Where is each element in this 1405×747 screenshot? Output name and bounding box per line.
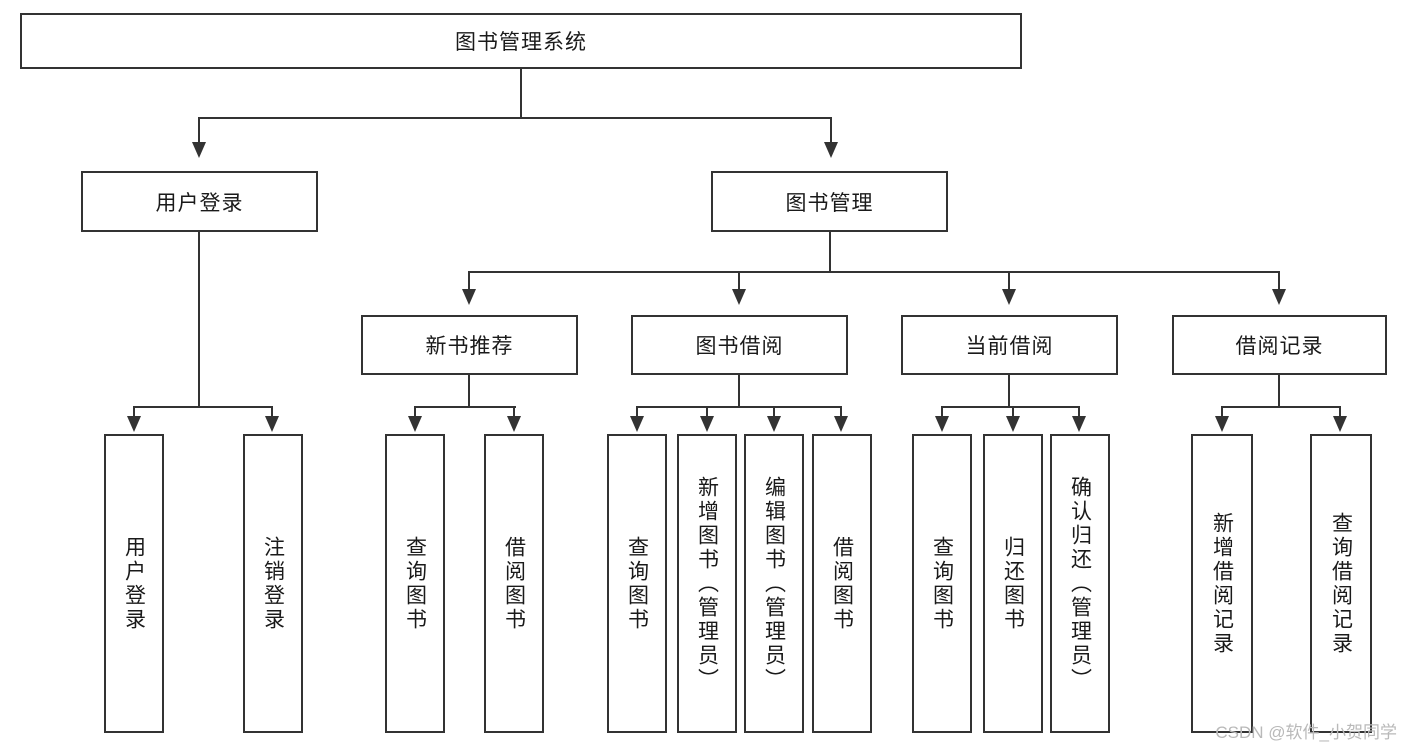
edge-bb-drop-3: [773, 406, 775, 418]
edge-bb-bus: [636, 406, 842, 408]
edge-nbr-stem: [468, 375, 470, 407]
node-label: 用户登录: [122, 535, 146, 632]
edge-bb-stem: [738, 375, 740, 407]
edge-user-login-drop-1: [133, 406, 135, 418]
node-current-borrow[interactable]: 当前借阅: [901, 315, 1118, 375]
arrow-to-leaf-edit-book: [767, 416, 781, 432]
edge-user-login-stem: [198, 232, 200, 408]
arrow-to-new-book-recommend: [462, 289, 476, 305]
node-leaf-query-book-3[interactable]: 查询图书: [912, 434, 972, 733]
node-leaf-user-login[interactable]: 用户登录: [104, 434, 164, 733]
node-label: 新增图书（管理员）: [695, 475, 719, 692]
arrow-to-leaf-borrow-book-2: [834, 416, 848, 432]
node-new-book-recommend[interactable]: 新书推荐: [361, 315, 578, 375]
arrow-to-leaf-add-book: [700, 416, 714, 432]
edge-cb-drop-2: [1012, 406, 1014, 418]
node-book-manage[interactable]: 图书管理: [711, 171, 948, 232]
edge-nbr-drop-1: [414, 406, 416, 418]
arrow-to-leaf-logout: [265, 416, 279, 432]
arrow-to-leaf-return-book: [1006, 416, 1020, 432]
edge-level2-drop-right: [830, 117, 832, 144]
edge-book-manage-stem: [829, 232, 831, 272]
node-label: 图书借阅: [695, 335, 784, 358]
node-borrow-record[interactable]: 借阅记录: [1172, 315, 1387, 375]
node-label: 注销登录: [261, 535, 285, 632]
node-leaf-add-record[interactable]: 新增借阅记录: [1191, 434, 1253, 733]
edge-bb-drop-1: [636, 406, 638, 418]
edge-level3-bus: [468, 271, 1280, 273]
arrow-to-leaf-query-book-3: [935, 416, 949, 432]
node-leaf-borrow-book-2[interactable]: 借阅图书: [812, 434, 872, 733]
edge-br-stem: [1278, 375, 1280, 407]
node-label: 新增借阅记录: [1210, 511, 1234, 656]
edge-br-drop-2: [1339, 406, 1341, 418]
edge-user-login-drop-2: [271, 406, 273, 418]
node-label: 借阅图书: [502, 535, 526, 632]
edge-level2-drop-left: [198, 117, 200, 144]
edge-cb-drop-3: [1078, 406, 1080, 418]
arrow-to-leaf-confirm-return: [1072, 416, 1086, 432]
node-label: 图书管理系统: [455, 31, 587, 54]
node-book-borrow[interactable]: 图书借阅: [631, 315, 848, 375]
edge-nbr-drop-2: [513, 406, 515, 418]
node-label: 图书管理: [785, 191, 874, 215]
arrow-to-current-borrow: [1002, 289, 1016, 305]
edge-nbr-bus: [414, 406, 516, 408]
node-label: 查询图书: [625, 535, 649, 632]
node-leaf-logout[interactable]: 注销登录: [243, 434, 303, 733]
edge-bb-drop-2: [706, 406, 708, 418]
node-label: 归还图书: [1001, 535, 1025, 632]
node-leaf-return-book[interactable]: 归还图书: [983, 434, 1043, 733]
edge-level3-drop-2: [738, 271, 740, 291]
arrow-to-leaf-add-record: [1215, 416, 1229, 432]
arrow-to-leaf-query-book-2: [630, 416, 644, 432]
arrow-to-leaf-query-record: [1333, 416, 1347, 432]
edge-level3-drop-3: [1008, 271, 1010, 291]
node-leaf-edit-book[interactable]: 编辑图书（管理员）: [744, 434, 804, 733]
edge-root-stem: [520, 69, 522, 118]
node-user-login[interactable]: 用户登录: [81, 171, 318, 232]
node-label: 借阅记录: [1235, 335, 1324, 358]
arrow-to-leaf-query-book-1: [408, 416, 422, 432]
arrow-to-book-borrow: [732, 289, 746, 305]
node-label: 确认归还（管理员）: [1068, 475, 1092, 692]
edge-level3-drop-1: [468, 271, 470, 291]
edge-user-login-bus: [133, 406, 273, 408]
node-label: 新书推荐: [425, 335, 514, 358]
edge-cb-drop-1: [941, 406, 943, 418]
node-root-system[interactable]: 图书管理系统: [20, 13, 1022, 69]
arrow-to-book-manage: [824, 142, 838, 158]
arrow-to-user-login: [192, 142, 206, 158]
edge-br-bus: [1221, 406, 1341, 408]
arrow-to-borrow-record: [1272, 289, 1286, 305]
node-label: 编辑图书（管理员）: [762, 475, 786, 692]
edge-br-drop-1: [1221, 406, 1223, 418]
node-label: 查询借阅记录: [1329, 511, 1353, 656]
node-leaf-query-book-2[interactable]: 查询图书: [607, 434, 667, 733]
node-leaf-add-book[interactable]: 新增图书（管理员）: [677, 434, 737, 733]
node-label: 当前借阅: [965, 335, 1054, 358]
edge-level3-drop-4: [1278, 271, 1280, 291]
edge-level2-bus: [198, 117, 832, 119]
edge-bb-drop-4: [840, 406, 842, 418]
node-label: 查询图书: [930, 535, 954, 632]
node-leaf-query-book-1[interactable]: 查询图书: [385, 434, 445, 733]
arrow-to-leaf-user-login: [127, 416, 141, 432]
edge-cb-bus: [941, 406, 1079, 408]
arrow-to-leaf-borrow-book-1: [507, 416, 521, 432]
node-leaf-query-record[interactable]: 查询借阅记录: [1310, 434, 1372, 733]
node-leaf-confirm-return[interactable]: 确认归还（管理员）: [1050, 434, 1110, 733]
node-label: 用户登录: [155, 191, 244, 215]
edge-cb-stem: [1008, 375, 1010, 407]
node-label: 查询图书: [403, 535, 427, 632]
node-label: 借阅图书: [830, 535, 854, 632]
node-leaf-borrow-book-1[interactable]: 借阅图书: [484, 434, 544, 733]
csdn-watermark: CSDN @软件_小贺同学: [1215, 723, 1397, 742]
